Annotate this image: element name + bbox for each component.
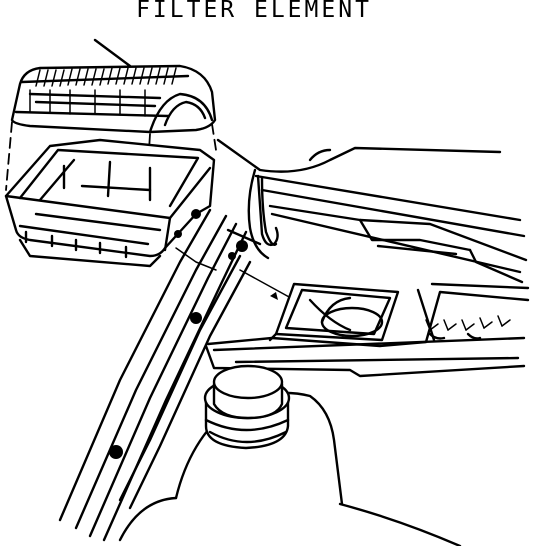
filter-housing-tray (4, 138, 216, 268)
cowl-panel (204, 282, 530, 378)
air-inlet-opening (268, 282, 400, 342)
vehicle-body-panel (216, 138, 528, 284)
lower-body-curve (338, 502, 462, 546)
lower-body-curve (118, 496, 178, 542)
filter-element (10, 64, 217, 134)
reservoir-cap (174, 364, 344, 506)
alignment-line (211, 123, 217, 151)
retaining-clip (256, 174, 279, 247)
fender-rails (58, 208, 321, 542)
filter-element-label: FILTER ELEMENT (136, 0, 372, 23)
alignment-line (5, 121, 13, 191)
label-leader-line (93, 38, 132, 68)
